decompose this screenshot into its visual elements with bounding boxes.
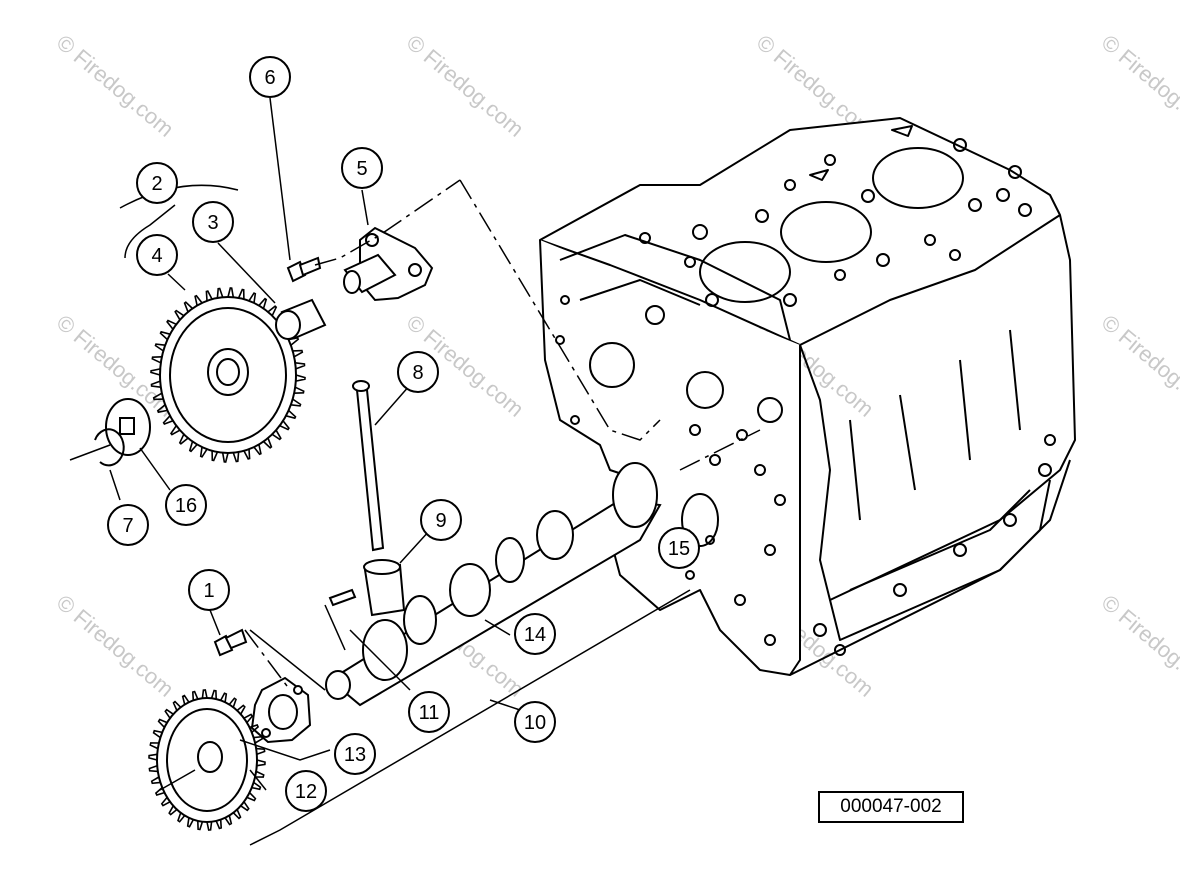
callout-circle xyxy=(341,147,383,189)
callout-circle xyxy=(136,162,178,204)
watermark-text: © Firedog.com xyxy=(52,590,179,702)
callout-13: 13 xyxy=(334,733,376,775)
callout-label: 1 xyxy=(203,580,214,602)
callout-circle xyxy=(107,504,149,546)
callout-9: 9 xyxy=(420,499,462,541)
callout-16: 16 xyxy=(165,484,207,526)
watermark-text: © Firedog.com xyxy=(402,30,529,142)
callout-10: 10 xyxy=(514,701,556,743)
callout-label: 11 xyxy=(419,702,440,724)
callout-label: 12 xyxy=(295,781,317,803)
callout-label: 6 xyxy=(264,67,275,89)
callout-label: 5 xyxy=(356,158,367,180)
callout-circle xyxy=(408,691,450,733)
callout-circle xyxy=(514,613,556,655)
callout-label: 8 xyxy=(412,362,423,384)
woodruff-key xyxy=(328,588,357,607)
leader-lines xyxy=(69,97,761,846)
watermark-text: © Firedog.com xyxy=(52,30,179,142)
callout-circle xyxy=(420,499,462,541)
callout-11: 11 xyxy=(408,691,450,733)
callout-6: 6 xyxy=(249,56,291,98)
gear12-teeth xyxy=(148,689,266,831)
thrust-washer xyxy=(105,398,151,456)
callout-circle xyxy=(285,770,327,812)
callout-label: 4 xyxy=(151,245,162,267)
thrust-plate xyxy=(250,676,312,744)
tappet xyxy=(363,559,406,617)
callout-2: 2 xyxy=(136,162,178,204)
idler-shaft xyxy=(343,226,434,302)
callout-label: 10 xyxy=(524,712,546,734)
callout-circle xyxy=(334,733,376,775)
push-rod xyxy=(352,380,385,552)
callout-circle xyxy=(136,234,178,276)
cam-gear xyxy=(148,689,266,831)
bolt-6 xyxy=(286,256,322,283)
callout-14: 14 xyxy=(514,613,556,655)
bolt-1 xyxy=(213,628,248,657)
callout-12: 12 xyxy=(285,770,327,812)
callout-label: 7 xyxy=(122,515,133,537)
callout-15: 15 xyxy=(658,527,700,569)
callout-circle xyxy=(192,201,234,243)
callout-circle xyxy=(514,701,556,743)
callout-7: 7 xyxy=(107,504,149,546)
callout-1: 1 xyxy=(188,569,230,611)
callout-label: 2 xyxy=(151,173,162,195)
watermark-text: © Firedog.com xyxy=(1097,30,1180,142)
circlip xyxy=(94,428,125,467)
callout-5: 5 xyxy=(341,147,383,189)
callout-circle xyxy=(188,569,230,611)
callout-label: 14 xyxy=(524,624,546,646)
callout-3: 3 xyxy=(192,201,234,243)
callout-circle xyxy=(397,351,439,393)
callout-label: 13 xyxy=(344,744,366,766)
callout-circle xyxy=(249,56,291,98)
callout-circle xyxy=(658,527,700,569)
callout-label: 15 xyxy=(668,538,690,560)
callout-8: 8 xyxy=(397,351,439,393)
callout-circle xyxy=(165,484,207,526)
camshaft xyxy=(325,462,662,707)
engine-block xyxy=(539,117,1076,676)
watermark-text: © Firedog.com xyxy=(1097,310,1180,422)
callout-4: 4 xyxy=(136,234,178,276)
bushing xyxy=(275,298,327,340)
callout-label: 9 xyxy=(435,510,446,532)
callout-label: 3 xyxy=(207,212,218,234)
diagram-id-label: 000047-002 xyxy=(818,791,964,823)
idler-gear xyxy=(150,287,306,463)
watermark-text: © Firedog.com xyxy=(1097,590,1180,702)
callout-label: 16 xyxy=(175,495,197,517)
